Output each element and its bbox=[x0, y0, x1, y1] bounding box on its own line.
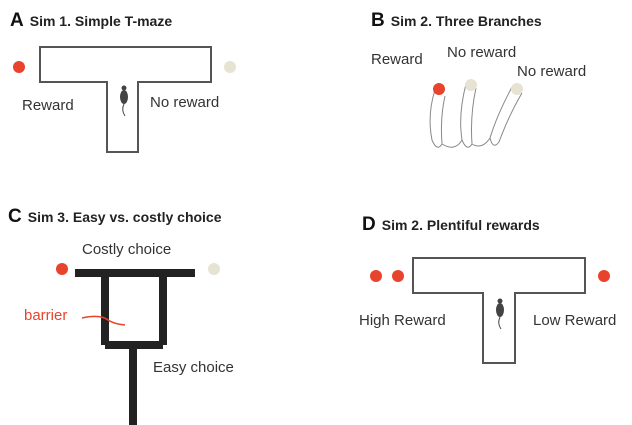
c-barrier-label: barrier bbox=[24, 307, 68, 324]
panel-d-title-text: Sim 2. Plentiful rewards bbox=[381, 217, 540, 233]
a-reward-label: Reward bbox=[22, 97, 74, 114]
costly-maze bbox=[75, 269, 195, 425]
barrier-line bbox=[81, 315, 126, 326]
panel-b-title-text: Sim 2. Three Branches bbox=[390, 13, 542, 29]
b-no-reward-label-2: No reward bbox=[517, 63, 587, 80]
panel-a-letter: A bbox=[10, 10, 24, 31]
panel-c-title-text: Sim 3. Easy vs. costly choice bbox=[27, 209, 222, 225]
a-no-reward-label: No reward bbox=[150, 94, 220, 111]
no-reward-dot-c bbox=[208, 263, 220, 275]
reward-dot-b bbox=[433, 83, 445, 95]
panel-c-letter: C bbox=[8, 206, 22, 227]
c-easy-label: Easy choice bbox=[153, 359, 234, 376]
panel-a-title-text: Sim 1. Simple T-maze bbox=[29, 13, 173, 29]
reward-dot-d2 bbox=[392, 270, 404, 282]
reward-dot-d1 bbox=[370, 270, 382, 282]
t-maze-a bbox=[39, 46, 212, 153]
no-reward-dot-b2 bbox=[511, 83, 523, 95]
panel-b-letter: B bbox=[371, 10, 385, 31]
panel-d-letter: D bbox=[362, 214, 376, 235]
b-reward-label: Reward bbox=[371, 51, 423, 68]
mouse-icon-d bbox=[496, 298, 504, 330]
no-reward-dot-b1 bbox=[465, 79, 477, 91]
panel-a-title: A Sim 1. Simple T-maze bbox=[10, 10, 172, 32]
three-branch-maze bbox=[429, 83, 523, 148]
reward-dot-c bbox=[56, 263, 68, 275]
b-no-reward-label-1: No reward bbox=[447, 44, 517, 61]
no-reward-dot-a bbox=[224, 61, 236, 73]
c-costly-label: Costly choice bbox=[82, 241, 172, 258]
reward-dot-a bbox=[13, 61, 25, 73]
panel-d-title: D Sim 2. Plentiful rewards bbox=[362, 214, 540, 236]
panel-b-title: B Sim 2. Three Branches bbox=[371, 10, 542, 32]
panel-c-title: C Sim 3. Easy vs. costly choice bbox=[8, 206, 222, 228]
mouse-icon-a bbox=[120, 85, 128, 117]
reward-dot-d3 bbox=[598, 270, 610, 282]
t-maze-d bbox=[412, 257, 586, 364]
d-high-reward-label: High Reward bbox=[359, 312, 446, 329]
d-low-reward-label: Low Reward bbox=[533, 312, 617, 329]
